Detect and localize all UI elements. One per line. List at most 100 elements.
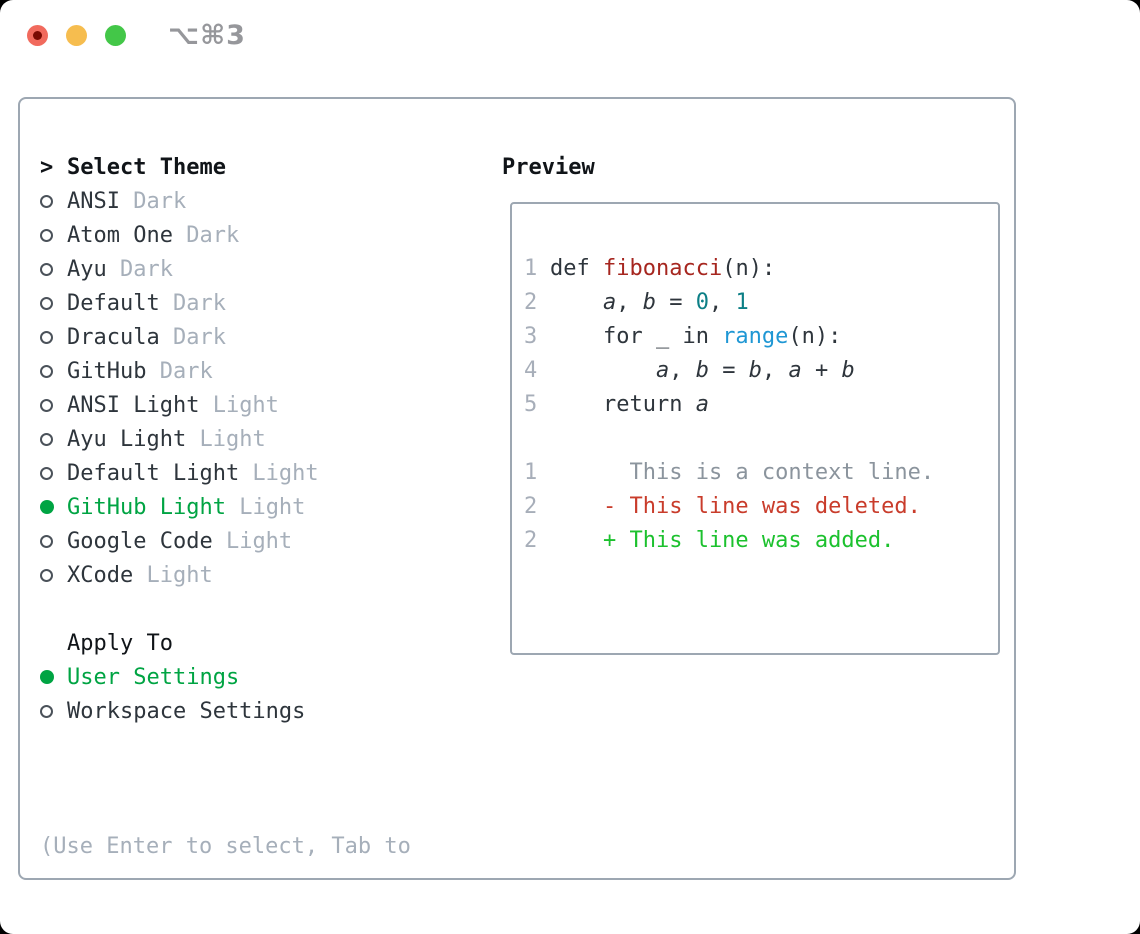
ring-icon (40, 534, 53, 548)
ring-icon (40, 398, 53, 412)
close-dot-icon (33, 30, 42, 40)
apply-option-label: Workspace Settings (67, 698, 306, 724)
ring-icon (40, 364, 53, 378)
radio-unselected-icon (40, 534, 67, 548)
ring-icon (40, 704, 53, 718)
code-token-plain: = (708, 358, 749, 383)
theme-option-ansi[interactable]: ANSI Dark (40, 184, 411, 218)
theme-variant: Light (133, 562, 213, 588)
code-token-plain: return (550, 392, 696, 417)
radio-unselected-icon (40, 330, 67, 344)
radio-unselected-icon (40, 296, 67, 310)
theme-name: ANSI (67, 188, 120, 214)
code-token-var: b (841, 358, 855, 383)
theme-option-xcode[interactable]: XCode Light (40, 558, 411, 592)
theme-option-github-light[interactable]: GitHub Light Light (40, 490, 411, 524)
preview-box: 1 def fibonacci (n): 2 a, b = 0, 1 3 for _ i… (510, 202, 1000, 655)
theme-name: GitHub (67, 358, 147, 384)
code-token-plain: , (616, 290, 643, 315)
radio-unselected-icon (40, 398, 67, 412)
apply-option-label: User Settings (67, 664, 240, 690)
close-button[interactable] (27, 24, 48, 46)
radio-unselected-icon (40, 568, 67, 582)
selection-arrow-icon: > (40, 154, 54, 180)
line-number: 2 (524, 528, 538, 553)
line-number: 1 (524, 256, 538, 281)
ring-icon (40, 194, 53, 208)
line-number: 2 (524, 494, 538, 519)
code-line (524, 422, 998, 456)
ring-icon (40, 432, 53, 446)
theme-name: Default (67, 290, 160, 316)
minimize-button[interactable] (66, 24, 87, 46)
spacer (40, 728, 411, 762)
titlebar: ⌥⌘3 (0, 0, 1140, 70)
theme-option-github[interactable]: GitHub Dark (40, 354, 411, 388)
zoom-button[interactable] (105, 24, 126, 46)
ring-icon (40, 568, 53, 582)
theme-option-ansi-light[interactable]: ANSI Light Light (40, 388, 411, 422)
code-token-deleted: - This line was deleted. (550, 494, 921, 519)
theme-option-ayu[interactable]: Ayu Dark (40, 252, 411, 286)
line-number: 3 (524, 324, 538, 349)
traffic-lights (0, 24, 126, 46)
theme-option-default-light[interactable]: Default Light Light (40, 456, 411, 490)
theme-name: Google Code (67, 528, 213, 554)
code-line: 2 + This line was added. (524, 524, 998, 558)
theme-option-dracula[interactable]: Dracula Dark (40, 320, 411, 354)
code-token-var: b (642, 290, 656, 315)
code-token-call: range (722, 324, 789, 349)
theme-variant: Dark (172, 222, 240, 248)
theme-name: Dracula (67, 324, 160, 350)
code-token-plain: , (708, 290, 736, 315)
theme-variant: Light (239, 460, 319, 486)
select-theme-title: Select Theme (67, 154, 226, 180)
code-token-plain: + (801, 358, 842, 383)
theme-variant: Dark (159, 324, 226, 350)
code-token-plain (550, 290, 603, 315)
code-token-var: a (695, 392, 709, 417)
code-token-plain: for _ in (550, 324, 723, 349)
code-token-plain: def (550, 256, 603, 281)
theme-name: ANSI Light (67, 392, 200, 418)
radio-unselected-icon (40, 704, 67, 718)
theme-variant: Dark (146, 358, 213, 384)
theme-option-google-code[interactable]: Google Code Light (40, 524, 411, 558)
ring-icon (40, 466, 53, 480)
radio-selected-icon (40, 500, 67, 514)
ring-icon (40, 262, 53, 276)
theme-option-default[interactable]: Default Dark (40, 286, 411, 320)
code-token-plain: (n): (788, 324, 842, 349)
code-token-var: a (788, 358, 802, 383)
theme-name: Default Light (67, 460, 240, 486)
hint-line-1: (Use Enter to select, Tab to (40, 834, 411, 859)
theme-variant: Light (212, 528, 293, 554)
spacer (40, 592, 411, 626)
code-token-plain: = (655, 290, 696, 315)
code-token-var: b (695, 358, 709, 383)
theme-option-atom-one[interactable]: Atom One Dark (40, 218, 411, 252)
line-number: 4 (524, 358, 538, 383)
line-number: 2 (524, 290, 538, 315)
radio-unselected-icon (40, 466, 67, 480)
code-line: 2 a, b = 0, 1 (524, 286, 998, 320)
code-line: 2 - This line was deleted. (524, 490, 998, 524)
apply-option-workspace-settings[interactable]: Workspace Settings (40, 694, 411, 728)
theme-option-ayu-light[interactable]: Ayu Light Light (40, 422, 411, 456)
ring-icon (40, 228, 53, 242)
code-token-fn: fibonacci (602, 256, 723, 281)
code-token-var: a (602, 290, 617, 315)
code-token-plain (550, 358, 656, 383)
apply-option-user-settings[interactable]: User Settings (40, 660, 411, 694)
window-title-shortcut: ⌥⌘3 (168, 19, 246, 51)
theme-variant: Dark (119, 188, 187, 214)
theme-variant: Light (225, 494, 306, 520)
radio-unselected-icon (40, 228, 67, 242)
code-token-plain: , (761, 358, 789, 383)
hint-text: (Use Enter to select, Tab to change focu… (40, 762, 411, 934)
theme-name: Ayu (67, 256, 107, 282)
ring-icon (40, 296, 53, 310)
